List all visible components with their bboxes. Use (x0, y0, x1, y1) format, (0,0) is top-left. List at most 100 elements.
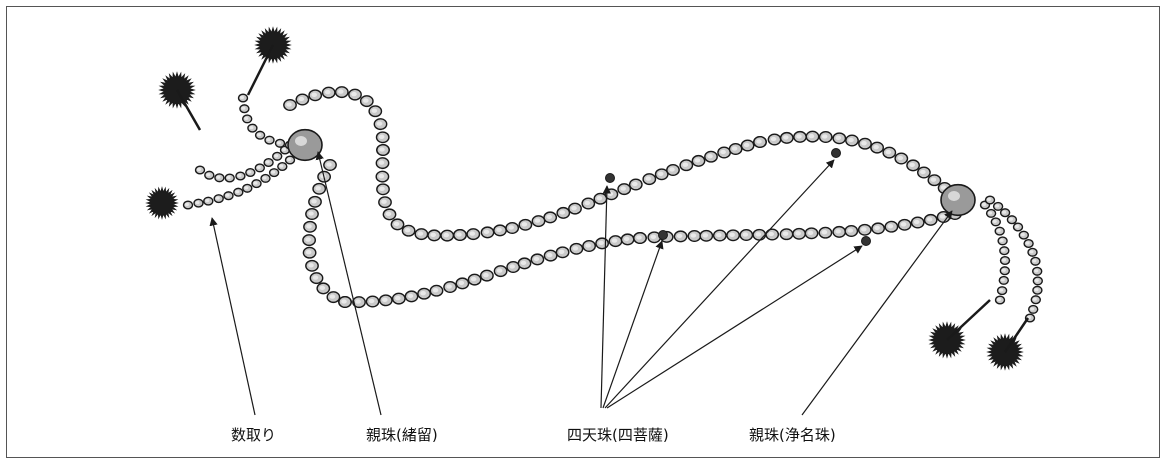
bead-highlight (371, 108, 378, 113)
arrow-parent-bead-right (801, 210, 953, 416)
bead-highlight (395, 295, 401, 301)
bead-highlight (1034, 278, 1039, 282)
parent-bead-left (287, 128, 323, 162)
bead-highlight (584, 200, 591, 206)
bead-highlight (796, 134, 802, 139)
bead-highlight (897, 155, 904, 161)
bead-highlight (404, 228, 411, 233)
bead-highlight (939, 214, 946, 219)
tassel-cord (246, 44, 275, 96)
bead-highlight (368, 298, 375, 304)
bead-highlight (546, 214, 552, 220)
bead-highlight (645, 176, 652, 181)
diagram-frame (6, 6, 1160, 458)
bead-highlight (682, 162, 689, 167)
bead-strands (182, 86, 1044, 323)
bead-highlight (1034, 269, 1039, 273)
bead-highlight (795, 231, 801, 236)
bead-highlight (940, 185, 947, 190)
bead-highlight (341, 299, 347, 304)
bead-highlight (308, 211, 314, 216)
bead-highlight (266, 138, 271, 142)
bead-highlight (216, 175, 221, 179)
bead-highlight (847, 228, 854, 233)
bead-highlight (996, 229, 1001, 233)
bead-highlight (521, 222, 528, 227)
bead-highlight (1025, 241, 1030, 245)
bead-highlight (887, 224, 894, 229)
bead-highlight (281, 147, 287, 152)
bead-highlight (1029, 250, 1034, 254)
bead-highlight (885, 149, 892, 155)
bead-highlight (995, 204, 1000, 208)
bead-highlight (821, 230, 828, 235)
bead-highlight (509, 264, 515, 269)
bead-highlight (1020, 233, 1025, 237)
bead-highlight (611, 238, 618, 243)
bead-highlight (432, 288, 439, 293)
bead-highlight (319, 285, 326, 291)
bead-highlight (1000, 278, 1005, 282)
bead-highlight (256, 165, 261, 169)
bead-highlight (676, 233, 683, 239)
bead-highlight (996, 297, 1002, 302)
bead-highlight (215, 196, 220, 200)
bead-highlight (768, 231, 774, 237)
bead-highlight (265, 160, 270, 164)
bead-highlight (184, 202, 190, 207)
bead-highlight (385, 211, 392, 217)
tassel (145, 186, 179, 220)
bead-highlight (206, 173, 211, 177)
bead-highlight (1001, 248, 1006, 252)
bead-highlight (286, 157, 292, 162)
bead-highlight (861, 141, 867, 146)
label-parent-bead-left: 親珠(緒留) (366, 426, 438, 444)
bead-highlight (783, 135, 789, 140)
parent-bead-shine (295, 136, 307, 146)
bead-highlight (378, 160, 385, 165)
bead-highlight (381, 199, 387, 204)
bead-highlight (607, 191, 614, 196)
bead-highlight (326, 162, 332, 167)
bead-highlight (1032, 259, 1037, 263)
arrow-heavenly-3 (604, 159, 835, 409)
bead-highlight (469, 231, 476, 236)
heavenly-bead (658, 230, 668, 240)
bead-highlight (848, 137, 854, 143)
bead-highlight (900, 222, 907, 227)
bead-highlight (315, 186, 321, 191)
bead-highlight (420, 291, 426, 296)
bead-highlight (585, 243, 591, 248)
bead-highlight (807, 230, 814, 235)
bead-highlight (756, 139, 762, 144)
bead-highlight (1034, 288, 1039, 292)
bead-highlight (235, 190, 240, 194)
bead-highlight (483, 272, 489, 278)
parent-bead-shine (948, 191, 960, 201)
bead-highlight (458, 280, 465, 286)
bead-highlight (731, 146, 738, 151)
bead-highlight (835, 135, 842, 140)
bead-highlight (247, 170, 252, 174)
bead-highlight (909, 162, 915, 168)
arrow-heavenly-4 (606, 245, 863, 409)
bead-highlight (225, 193, 230, 197)
bead-highlight (1002, 210, 1007, 214)
tassels (145, 26, 1030, 371)
bead-highlight (430, 232, 436, 238)
bead-highlight (690, 233, 697, 238)
bead-highlight (298, 96, 305, 102)
bead-highlight (1030, 307, 1035, 311)
bead-highlight (351, 91, 357, 97)
tassel-cord (175, 89, 202, 131)
bead-highlight (716, 232, 722, 238)
heavenly-bead (605, 173, 615, 183)
bead-highlight (981, 202, 987, 207)
bead-highlight (279, 164, 284, 168)
bead-highlight (305, 250, 312, 255)
bead-highlight (598, 240, 604, 246)
bead-highlight (338, 89, 344, 94)
bead-highlight (558, 249, 565, 254)
bead-highlight (355, 299, 361, 304)
